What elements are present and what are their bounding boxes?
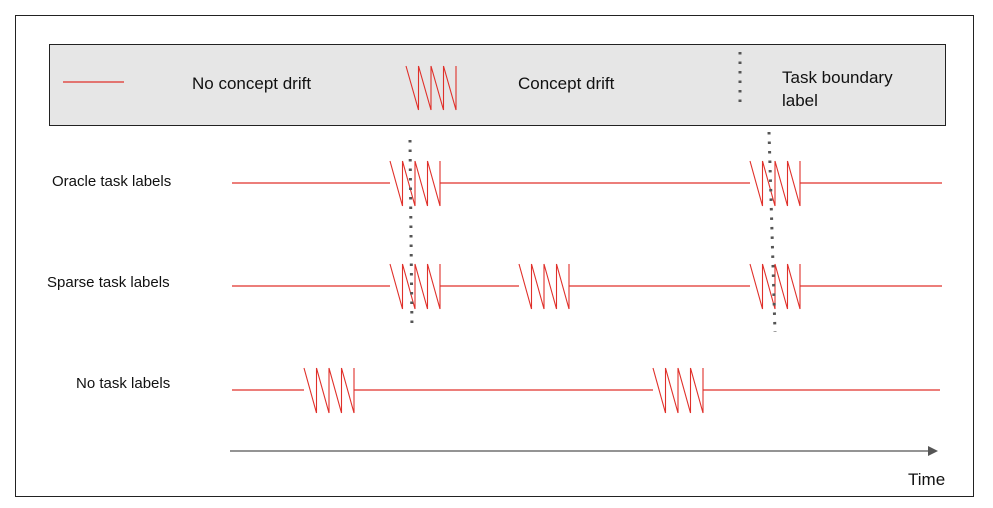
row-label-none: No task labels [76, 375, 171, 392]
task-boundary-dotted-line [408, 139, 414, 331]
time-axis-arrowhead [928, 446, 938, 456]
legend-boundary-label-line1: Task boundary [782, 68, 893, 87]
time-axis-label: Time [908, 470, 946, 489]
oracle-drift-zigzag [749, 160, 801, 207]
legend-drift-label: Concept drift [518, 74, 615, 93]
legend-no-drift-label: No concept drift [192, 74, 312, 93]
oracle-drift-zigzag [389, 160, 441, 207]
task-boundary-dotted-line [767, 131, 777, 333]
sparse-drift-zigzag [749, 263, 801, 310]
none-drift-zigzag [652, 367, 704, 414]
legend-boundary-label-line2: label [782, 91, 818, 110]
row-label-sparse: Sparse task labels [47, 274, 170, 291]
none-drift-zigzag [303, 367, 355, 414]
legend-box [49, 44, 946, 126]
figure-frame [15, 15, 974, 497]
legend-drift-zigzag [405, 65, 457, 111]
sparse-drift-zigzag [389, 263, 441, 310]
row-label-oracle: Oracle task labels [52, 173, 172, 190]
sparse-drift-zigzag [518, 263, 570, 310]
